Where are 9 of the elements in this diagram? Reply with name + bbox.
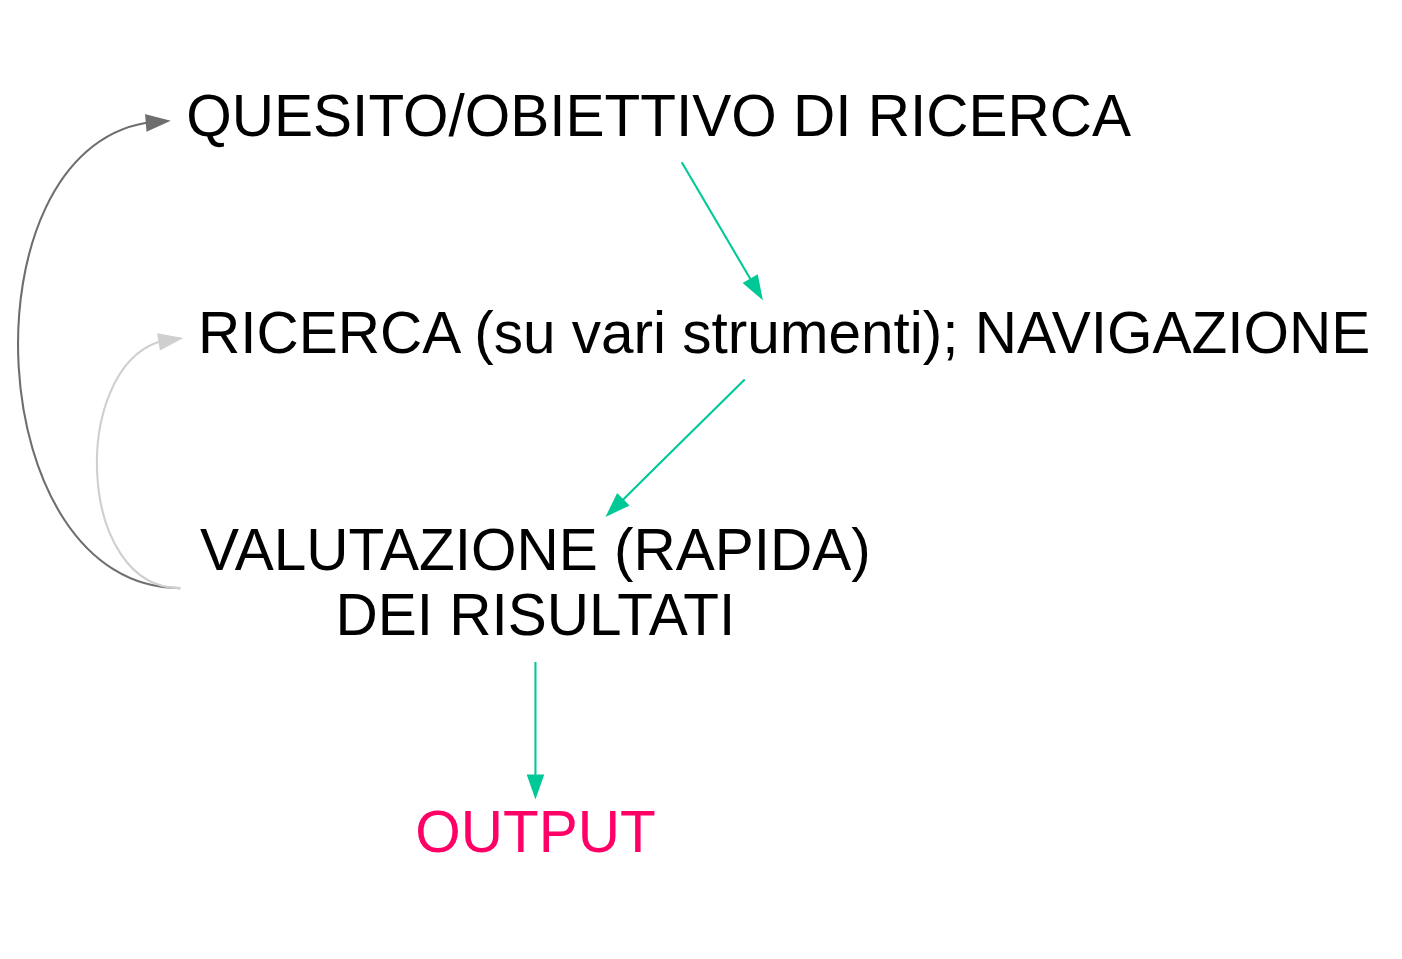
node-text: OUTPUT xyxy=(415,799,656,865)
arrow xyxy=(680,161,763,301)
arrow xyxy=(96,333,184,590)
arrow xyxy=(605,378,746,517)
node-text: QUESITO/OBIETTIVO DI RICERCA xyxy=(186,82,1132,148)
arrow xyxy=(526,661,545,800)
arrow xyxy=(17,114,181,590)
node-text: VALUTAZIONE (RAPIDA) DEI RISULTATI xyxy=(200,517,871,647)
node-text: RICERCA (su vari strumenti); NAVIGAZIONE xyxy=(197,299,1371,365)
